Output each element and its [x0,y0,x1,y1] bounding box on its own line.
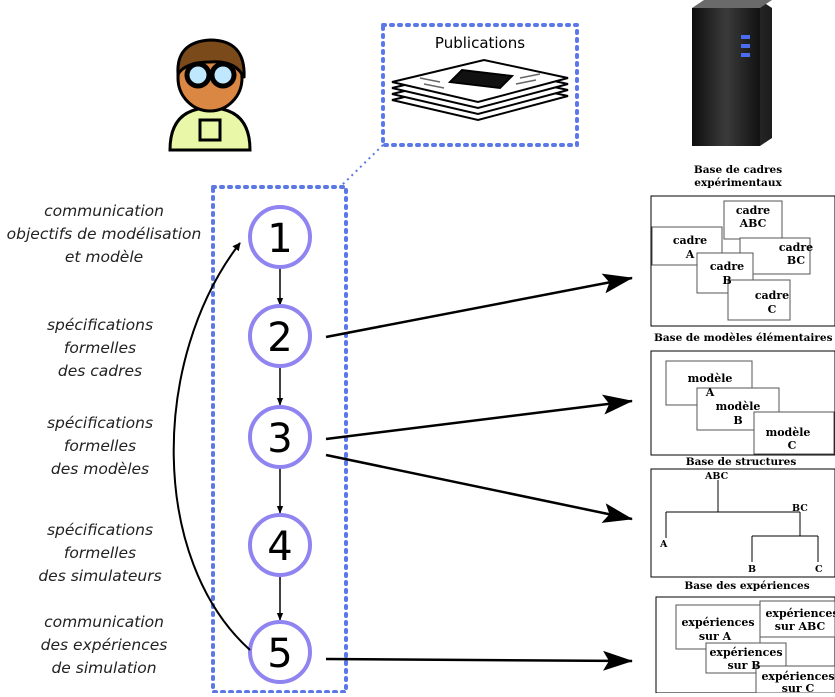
db-box-label: A [705,386,715,399]
db-box-label: expériences [765,607,835,620]
tree-node: B [748,564,756,575]
tree-node: ABC [704,471,729,482]
output-arrows [325,273,633,671]
db-box-label: B [733,414,742,427]
left-label-3: spécifications formelles des modèles [46,414,154,478]
newspaper-stack-icon [391,58,569,122]
db-structures-frame [650,468,835,578]
db-box-label: cadre [779,241,813,254]
db-box-label: expériences [761,670,834,683]
tree-node: C [815,564,823,575]
db-cadres-title-2: expérimentaux [694,177,782,189]
db-modeles-title: Base de modèles élémentaires [654,332,833,344]
db-box-label: ABC [739,217,767,230]
publications-label: Publications [435,34,525,52]
step-1: 1 [248,205,312,269]
db-experiences-title: Base des expériences [684,580,809,592]
step-number: 4 [267,524,292,570]
db-box-label: cadre [710,260,744,273]
server-tower-icon [692,0,772,146]
tree-node: BC [792,503,808,514]
left-label-4: spécifications formelles des simulateurs [38,521,162,585]
db-box-label: C [768,303,777,316]
step-5: 5 [248,620,312,684]
db-box-label: expériences [709,646,782,659]
db-cadres-boxes [651,200,811,321]
db-box-label: A [685,248,695,261]
db-box-label: modèle [688,372,733,385]
left-label-2: spécifications formelles des cadres [46,316,154,380]
db-box-label: sur C [782,682,815,693]
person-icon [168,38,252,152]
db-box-label: modèle [766,426,811,439]
left-label-1: communication objectifs de modélisation … [6,202,202,266]
db-box-label: BC [787,254,806,267]
db-box-label: C [788,439,797,452]
db-box-label: expériences [681,616,754,629]
step-2: 2 [248,304,312,368]
db-box-label: sur B [727,659,760,672]
structure-tree [665,480,819,562]
db-structures-title: Base de structures [686,456,797,468]
step-4: 4 [248,513,312,577]
step-3: 3 [248,405,312,469]
publications-link [341,144,384,186]
tree-node: A [659,539,668,550]
step-number: 1 [267,216,292,262]
db-box-label: cadre [755,289,789,302]
process-frame [211,185,348,694]
db-box-label: sur ABC [775,620,826,633]
left-label-5: communication des expériences de simulat… [40,613,168,677]
step-number: 5 [267,631,292,677]
db-box-label: B [722,274,731,287]
db-cadres-title-1: Base de cadres [694,164,782,176]
step-number: 2 [267,315,292,361]
feedback-arrow [172,242,251,651]
db-box-label: cadre [736,204,770,217]
db-box-label: modèle [716,400,761,413]
publications-frame [381,23,579,147]
db-box-label: sur A [699,630,732,643]
db-box-label: cadre [673,234,707,247]
step-number: 3 [267,416,292,462]
